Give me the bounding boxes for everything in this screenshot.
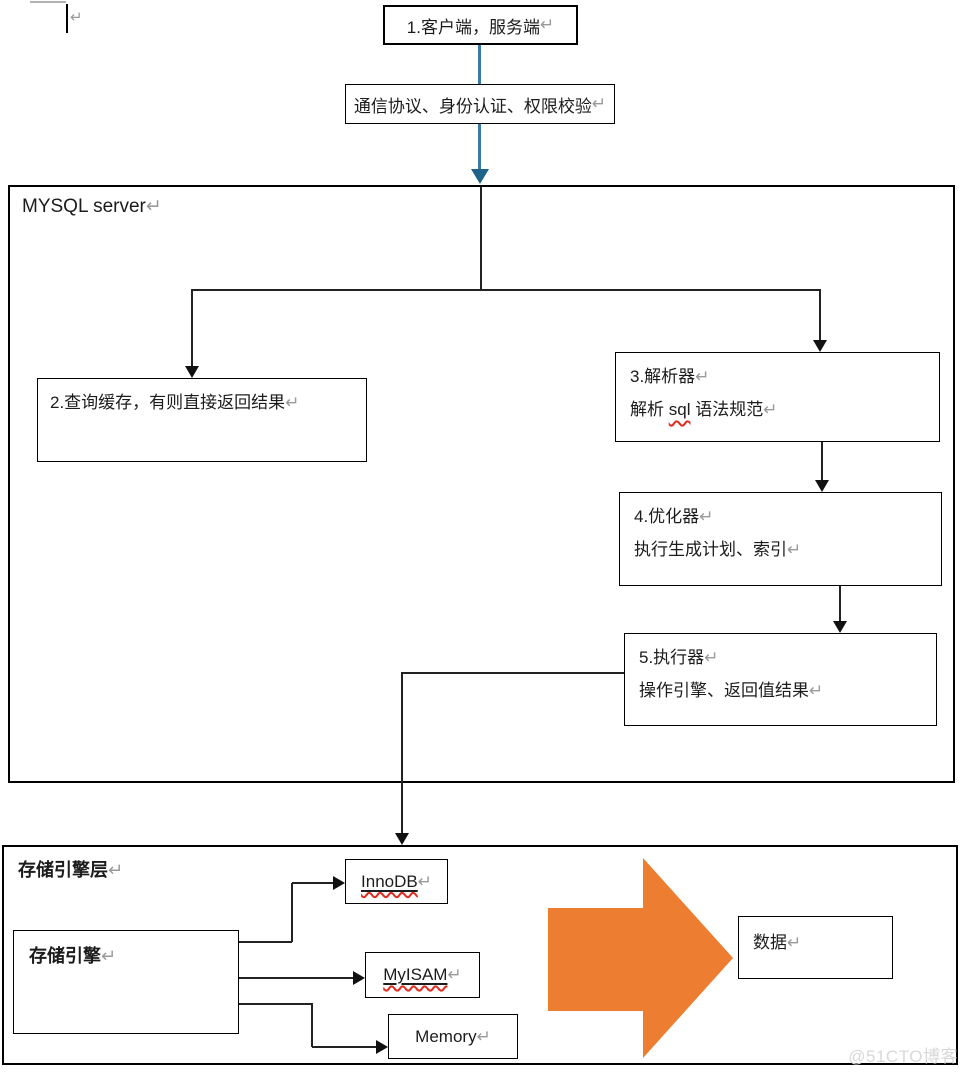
return-mark: ↵: [285, 393, 300, 412]
connector-optimizer-executor: [839, 586, 841, 622]
mysql-server-title-text: MYSQL server: [22, 196, 146, 217]
node-parser[interactable]: 3.解析器↵ 解析 sql 语法规范↵: [615, 352, 940, 442]
node-storage-engine-label: 存储引擎: [29, 946, 101, 966]
node-parser-title-text: 3.解析器: [630, 367, 696, 386]
node-query-cache-label: 2.查询缓存，有则直接返回结果: [50, 393, 286, 412]
spellcheck-word-sql: sql: [668, 400, 691, 419]
return-mark: ↵: [704, 648, 719, 667]
return-mark: ↵: [695, 367, 710, 386]
node-executor-title: 5.执行器↵: [639, 641, 936, 674]
return-mark: ↵: [145, 196, 162, 217]
connector-trunk: [480, 187, 482, 290]
connector-executor-vertical: [401, 672, 403, 833]
return-mark: ↵: [108, 860, 124, 880]
connector-memory-h2: [312, 1046, 376, 1048]
return-mark: ↵: [591, 94, 607, 113]
node-optimizer-title: 4.优化器↵: [634, 500, 941, 533]
connector-innodb-h1: [239, 941, 292, 943]
mysql-server-title: MYSQL server↵: [22, 195, 162, 218]
node-data-label: 数据: [753, 933, 787, 952]
node-protocol-label: 通信协议、身份认证、权限校验: [353, 96, 592, 116]
node-executor-title-text: 5.执行器: [639, 648, 705, 667]
connector-memory-v: [311, 1004, 313, 1047]
node-myisam-label: MyISAM: [383, 965, 448, 984]
connector-branch-right: [819, 289, 821, 341]
arrowhead-parser-icon: [813, 340, 827, 352]
connector-myisam-h: [239, 977, 354, 979]
node-optimizer-detail: 执行生成计划、索引↵: [634, 533, 941, 566]
arrowhead-optimizer-icon: [815, 480, 829, 492]
connector-memory-h1: [239, 1003, 313, 1005]
node-optimizer-title-text: 4.优化器: [634, 507, 700, 526]
node-myisam[interactable]: MyISAM↵: [365, 952, 480, 998]
arrowhead-executor-icon: [833, 621, 847, 633]
node-executor[interactable]: 5.执行器↵ 操作引擎、返回值结果↵: [624, 633, 937, 726]
parser-detail-prefix: 解析: [630, 400, 669, 419]
return-mark: ↵: [101, 946, 117, 966]
node-memory[interactable]: Memory↵: [388, 1014, 518, 1059]
storage-layer-title: 存储引擎层↵: [18, 856, 123, 882]
node-storage-engine[interactable]: 存储引擎↵: [13, 930, 239, 1034]
text-caret[interactable]: [66, 4, 68, 33]
node-data[interactable]: 数据↵: [738, 916, 893, 979]
parser-detail-suffix: 语法规范: [690, 400, 764, 419]
return-mark: ↵: [539, 15, 555, 34]
node-client-server[interactable]: 1.客户端，服务端↵: [383, 5, 578, 45]
return-mark: ↵: [809, 681, 824, 700]
node-innodb-label: InnoDB: [361, 871, 418, 891]
storage-layer-container[interactable]: [2, 845, 958, 1065]
connector-branch-horizontal: [192, 289, 821, 291]
arrowhead-myisam-icon: [353, 971, 365, 985]
node-parser-detail: 解析 sql 语法规范↵: [630, 393, 939, 426]
mysql-server-container[interactable]: [8, 185, 955, 783]
arrowhead-innodb-icon: [333, 876, 345, 890]
spellcheck-word-innodb: InnoDB: [361, 872, 418, 892]
connector-branch-left: [191, 289, 193, 367]
node-executor-detail-text: 操作引擎、返回值结果: [639, 681, 809, 700]
ruler-fragment: [30, 1, 66, 3]
node-optimizer[interactable]: 4.优化器↵ 执行生成计划、索引↵: [619, 492, 942, 586]
arrowhead-storage-layer-icon: [395, 833, 409, 845]
node-parser-title: 3.解析器↵: [630, 360, 939, 393]
node-executor-detail: 操作引擎、返回值结果↵: [639, 674, 936, 707]
arrowhead-query-cache-icon: [185, 366, 199, 378]
paragraph-return-mark: ↵: [70, 9, 83, 26]
return-mark: ↵: [476, 1026, 491, 1046]
node-memory-label: Memory: [415, 1026, 477, 1046]
connector-executor-horizontal: [402, 672, 624, 674]
arrowhead-blue-down-icon: [471, 169, 489, 184]
return-mark: ↵: [417, 871, 432, 891]
return-mark: ↵: [763, 400, 778, 419]
connector-parser-optimizer: [821, 442, 823, 481]
return-mark: ↵: [787, 933, 802, 952]
node-innodb[interactable]: InnoDB↵: [345, 859, 448, 904]
node-protocol[interactable]: 通信协议、身份认证、权限校验↵: [345, 84, 615, 124]
storage-layer-title-text: 存储引擎层: [18, 860, 108, 880]
spellcheck-word-myisam: MyISAM: [383, 965, 447, 985]
connector-innodb-v: [291, 883, 293, 942]
connector-innodb-h2: [292, 882, 334, 884]
node-optimizer-detail-text: 执行生成计划、索引: [634, 540, 787, 559]
node-query-cache[interactable]: 2.查询缓存，有则直接返回结果↵: [37, 378, 367, 462]
watermark: @51CTO博客: [848, 1047, 958, 1066]
node-client-server-label: 1.客户端，服务端: [406, 17, 540, 37]
return-mark: ↵: [447, 965, 462, 984]
arrowhead-memory-icon: [376, 1040, 388, 1054]
return-mark: ↵: [699, 507, 714, 526]
return-mark: ↵: [787, 540, 802, 559]
